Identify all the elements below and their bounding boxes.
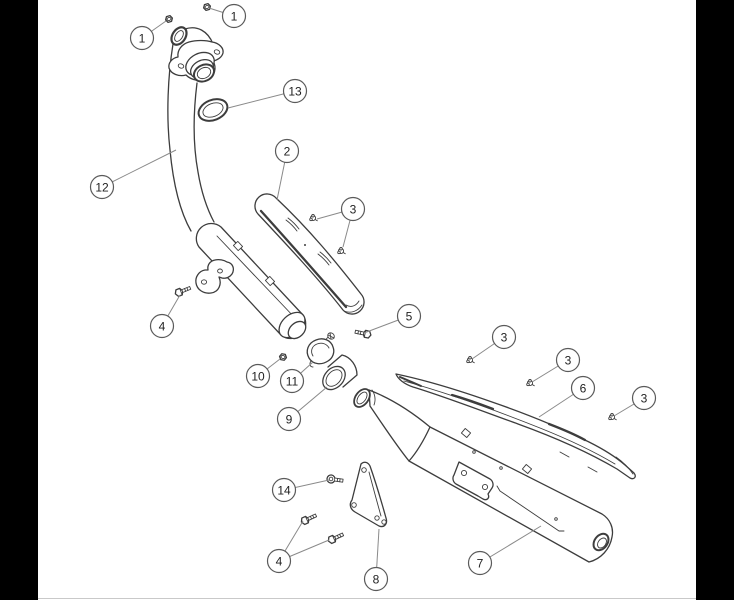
front-heat-shield [254, 193, 365, 315]
hex-bolt [299, 511, 319, 526]
callout-8: 8 [363, 566, 389, 592]
callout-circle [282, 78, 308, 104]
callout-number: 14 [277, 483, 291, 497]
callout-9: 9 [276, 406, 302, 432]
flange-nut [202, 2, 212, 12]
flange-nut [164, 14, 174, 24]
callout-2: 2 [274, 138, 300, 164]
muffler [353, 388, 614, 563]
header-pipe [167, 26, 307, 340]
shield-screw [309, 213, 318, 222]
callout-11: 11 [279, 368, 305, 394]
callout-1: 1 [129, 25, 155, 51]
callout-circle [89, 174, 115, 200]
callout-number: 5 [406, 309, 413, 323]
callout-circle [129, 25, 155, 51]
hex-bolt [326, 530, 346, 545]
callout-circle [396, 303, 422, 329]
callout-6: 6 [570, 375, 596, 401]
callout-number: 3 [641, 391, 648, 405]
callout-number: 4 [276, 554, 283, 568]
callout-circle [631, 385, 657, 411]
shield-screw [608, 412, 617, 421]
callout-number: 11 [286, 374, 299, 388]
callout-number: 13 [288, 84, 302, 98]
muffler-heat-shield [395, 373, 636, 480]
callout-circle [149, 313, 175, 339]
callout-number: 7 [477, 556, 484, 570]
callout-circle [467, 550, 493, 576]
callout-5: 5 [396, 303, 422, 329]
pillarbox-left [0, 0, 38, 600]
callout-number: 6 [580, 381, 587, 395]
pillarbox-right [696, 0, 734, 600]
hex-nut [278, 352, 288, 362]
hex-bolt [173, 283, 193, 298]
callout-circle [340, 196, 366, 222]
shield-screw [526, 378, 535, 387]
callout-circle [271, 477, 297, 503]
callout-circle [363, 566, 389, 592]
callout-13: 13 [282, 78, 308, 104]
callout-1: 1 [221, 3, 247, 29]
callout-14: 14 [271, 477, 297, 503]
callout-circle [555, 347, 581, 373]
callout-circle [276, 406, 302, 432]
callout-circle [491, 324, 517, 350]
exhaust-gasket [197, 98, 229, 122]
callout-number: 12 [95, 180, 109, 194]
callout-3: 3 [631, 385, 657, 411]
callout-circle [245, 363, 271, 389]
callout-number: 2 [284, 144, 291, 158]
callout-4: 4 [266, 548, 292, 574]
callout-3: 3 [340, 196, 366, 222]
callout-circle [274, 138, 300, 164]
callout-number: 3 [565, 353, 572, 367]
shield-screw [337, 246, 346, 255]
callout-circle [570, 375, 596, 401]
callout-leader-line [101, 149, 177, 188]
callout-number: 9 [286, 412, 293, 426]
shield-screw [466, 355, 475, 364]
callout-number: 3 [350, 202, 357, 216]
washer-bolt [325, 473, 345, 486]
exhaust-clamp [306, 332, 335, 368]
callout-3: 3 [555, 347, 581, 373]
clamp-bolt [353, 327, 373, 340]
callout-circle [266, 548, 292, 574]
callout-12: 12 [89, 174, 115, 200]
connector-sleeve [322, 354, 358, 391]
callout-number: 8 [373, 572, 380, 586]
callout-number: 4 [159, 319, 166, 333]
callout-7: 7 [467, 550, 493, 576]
callout-4: 4 [149, 313, 175, 339]
callout-number: 3 [501, 330, 508, 344]
callout-circle [279, 368, 305, 394]
callout-circle [221, 3, 247, 29]
callout-3: 3 [491, 324, 517, 350]
callout-10: 10 [245, 363, 271, 389]
callout-number: 1 [231, 9, 238, 23]
mounting-bracket [349, 461, 388, 528]
callout-number: 10 [251, 369, 265, 383]
callout-number: 1 [139, 31, 146, 45]
